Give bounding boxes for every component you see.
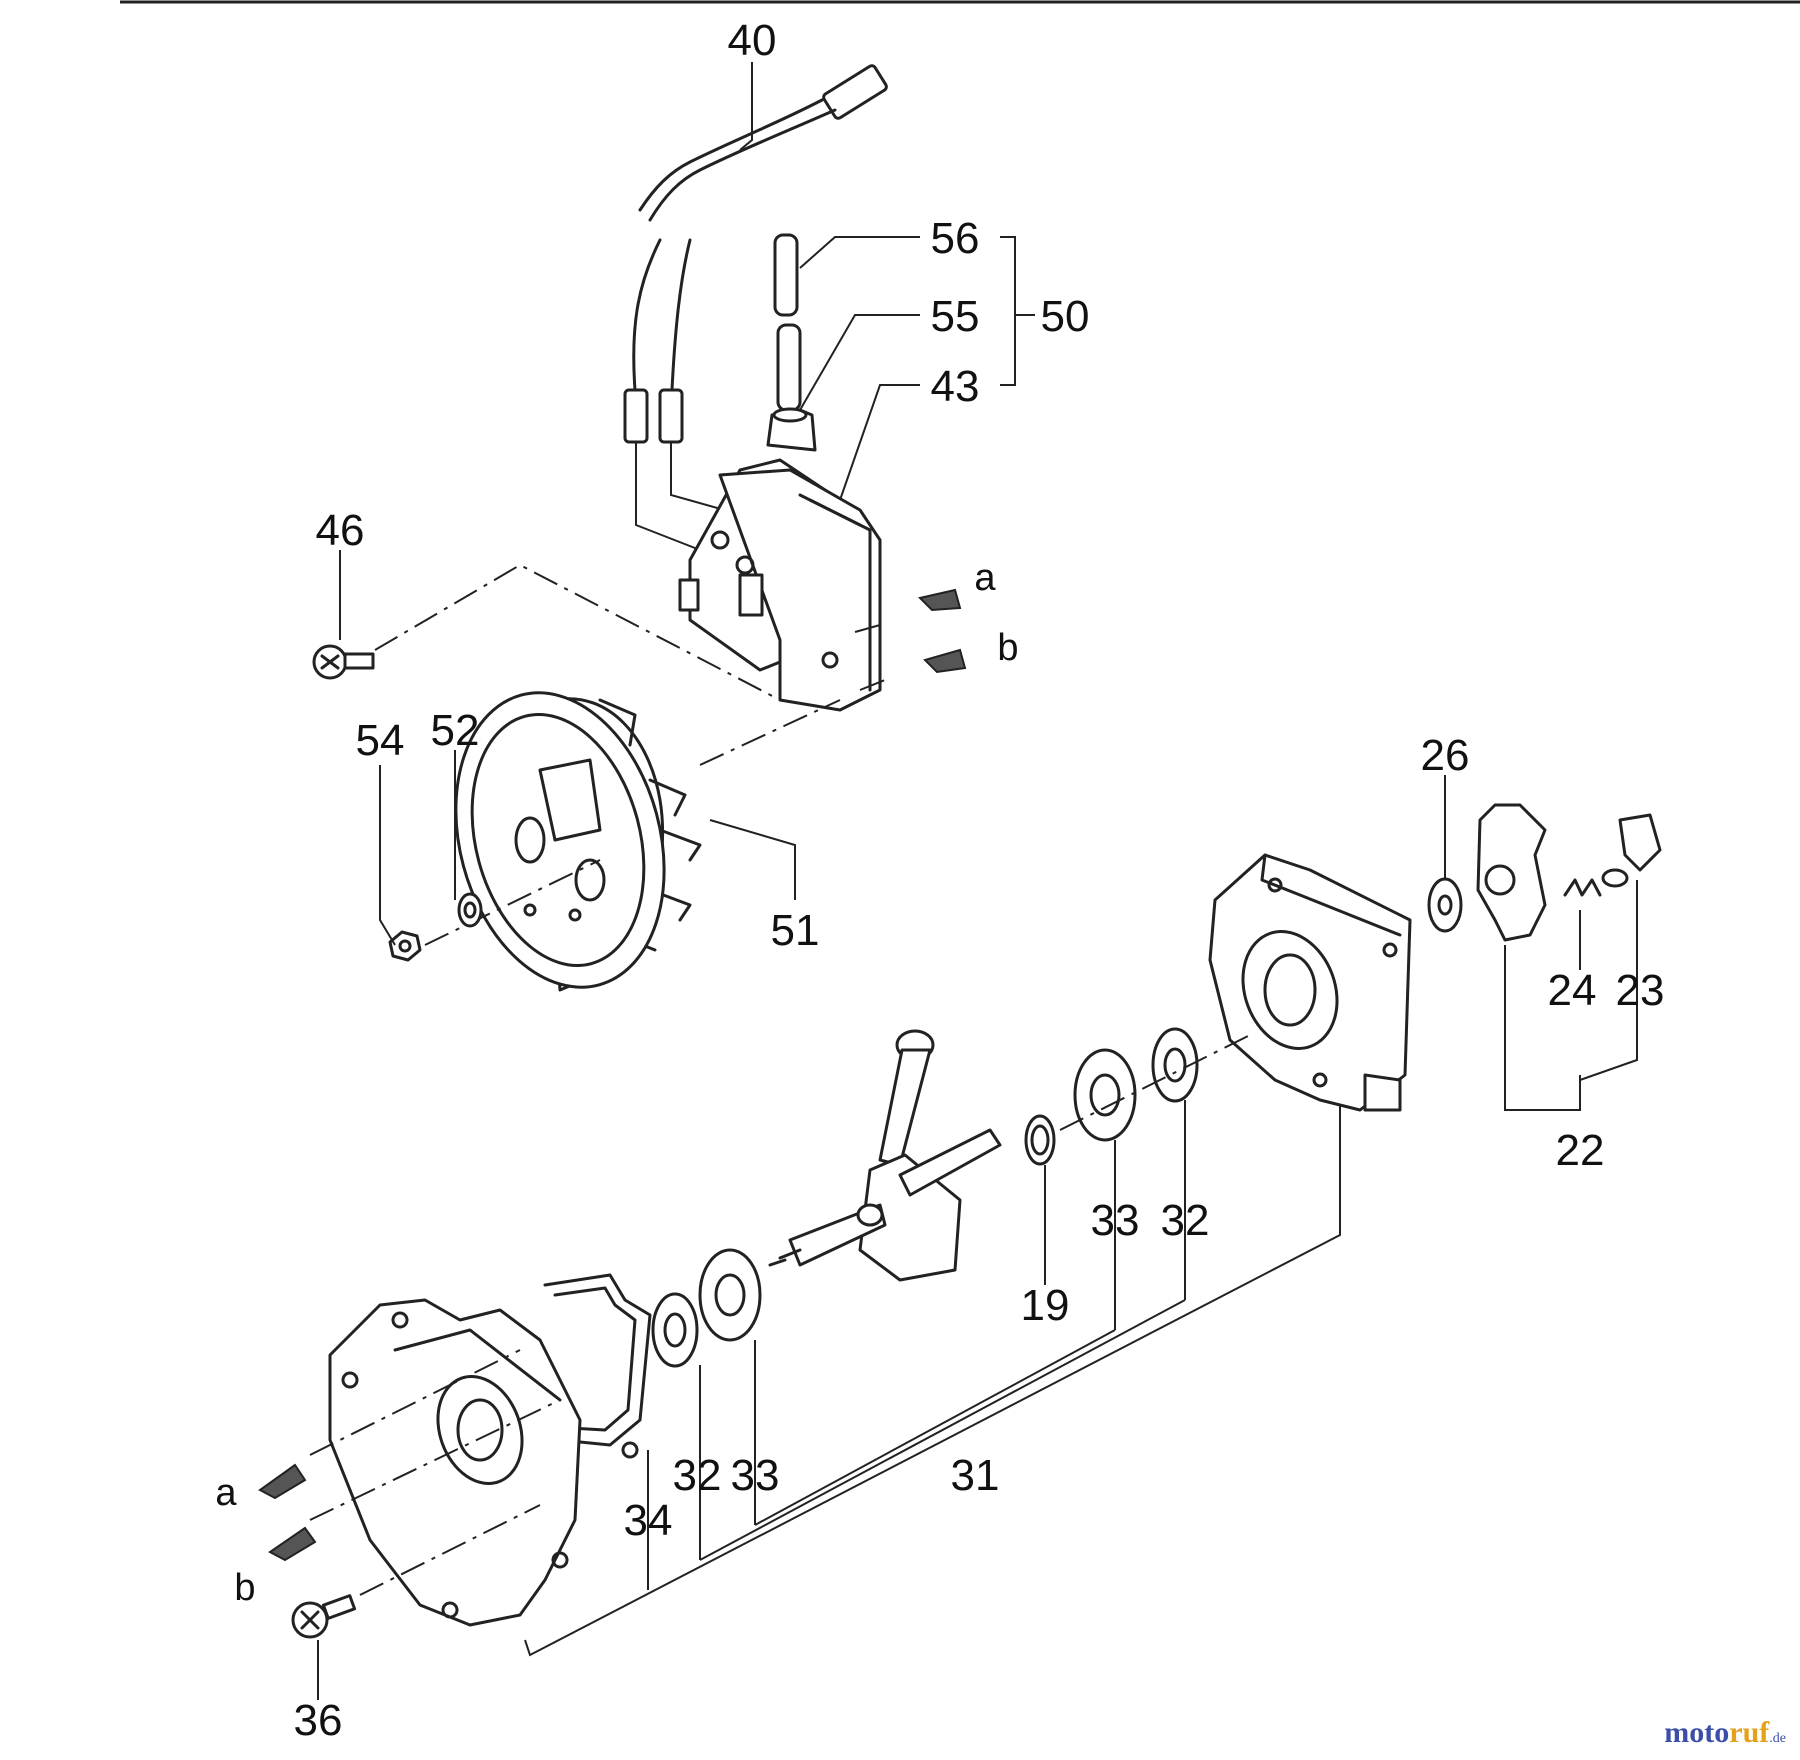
centerline-bolt-36 [359, 1504, 541, 1596]
label-36: 36 [294, 1696, 343, 1745]
watermark-part2: ruf [1729, 1716, 1770, 1749]
arrow-label-a-bottom: a [215, 1472, 237, 1514]
centerline-crank [1059, 1034, 1251, 1131]
label-34: 34 [624, 1496, 673, 1545]
spring-56 [773, 233, 802, 412]
washer-52 [457, 892, 483, 928]
label-23: 23 [1616, 966, 1665, 1015]
label-33-left: 33 [731, 1451, 780, 1500]
arrow-label-b-top: b [997, 627, 1018, 669]
label-56: 56 [931, 214, 980, 263]
bearing-33-left [698, 1248, 762, 1342]
label-32-left: 32 [673, 1451, 722, 1500]
label-51: 51 [771, 906, 820, 955]
centerline-a-bottom [309, 1349, 521, 1456]
arrow-a-top [918, 588, 962, 612]
pawl-22 [1476, 803, 1547, 942]
leader-lines [317, 62, 1638, 1700]
label-26: 26 [1421, 731, 1470, 780]
centerline-nut [424, 859, 601, 946]
spring-24 [1563, 878, 1602, 897]
label-31: 31 [951, 1451, 1000, 1500]
arrow-b-top [923, 648, 967, 674]
centerline-b-top [859, 679, 886, 691]
seal-32-left [651, 1292, 699, 1368]
arrow-b-bottom [268, 1526, 317, 1562]
centerline-b-bottom [309, 1399, 561, 1521]
crankcase-right [1208, 853, 1412, 1112]
flywheel-51 [454, 691, 702, 992]
label-52: 52 [431, 706, 480, 755]
watermark-part1: moto [1664, 1716, 1730, 1749]
arrow-label-a-top: a [974, 557, 996, 599]
label-54: 54 [356, 716, 405, 765]
seal-32-right [1151, 1027, 1199, 1103]
label-46: 46 [316, 506, 365, 555]
arrow-a-bottom [258, 1463, 307, 1500]
label-55: 55 [931, 292, 980, 341]
ignition-coil-43 [678, 458, 882, 712]
label-50: 50 [1041, 292, 1090, 341]
bolt-36 [291, 1594, 357, 1639]
label-19: 19 [1021, 1281, 1070, 1330]
label-22: 22 [1556, 1126, 1605, 1175]
stopper-23 [1601, 813, 1662, 888]
crankcase-left [328, 1298, 639, 1627]
centerline-a-top [854, 624, 881, 633]
label-33-right: 33 [1091, 1196, 1140, 1245]
centerline-46 [374, 563, 781, 701]
centerline-flywheel [699, 699, 841, 766]
label-40: 40 [728, 16, 777, 65]
watermark-tld: .de [1769, 1731, 1786, 1746]
watermark-logo: motoruf.de [1664, 1716, 1786, 1750]
label-32-right: 32 [1161, 1196, 1210, 1245]
washer-19 [1024, 1114, 1056, 1166]
ignition-wire [623, 64, 888, 551]
crankshaft [768, 1029, 1002, 1282]
label-43: 43 [931, 362, 980, 411]
bolt-46 [312, 644, 375, 680]
boot-55 [766, 407, 817, 452]
gasket-34 [543, 1273, 652, 1447]
washer-26 [1427, 877, 1463, 933]
arrow-label-b-bottom: b [234, 1567, 255, 1609]
label-24: 24 [1548, 966, 1597, 1015]
bearing-33-right [1073, 1048, 1137, 1142]
nut-54 [388, 930, 422, 962]
